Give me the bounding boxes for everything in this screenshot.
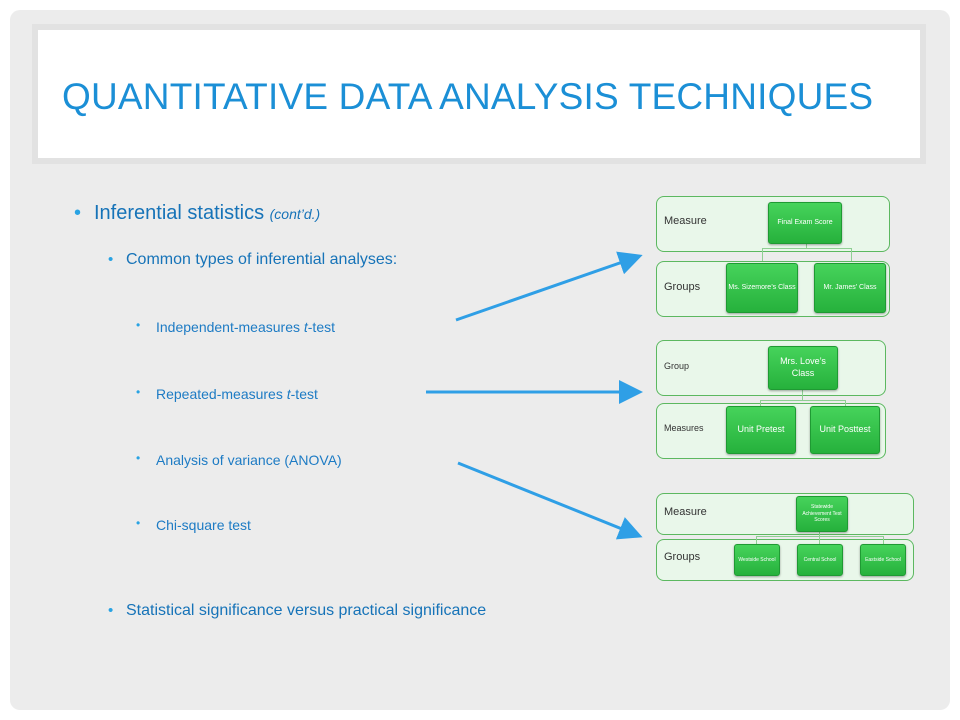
bullet-dot: • xyxy=(136,516,141,530)
bullet-repeated-t: t xyxy=(286,386,291,402)
node-sizemore-class: Ms. Sizemore’s Class xyxy=(726,263,798,313)
bullet-dot: • xyxy=(136,451,141,465)
label-measure: Measure xyxy=(664,215,707,227)
node-central-school: Central School xyxy=(797,544,843,576)
connector xyxy=(760,400,846,409)
connector xyxy=(819,530,820,544)
bullet-repeated-t-test: Repeated-measures t-test xyxy=(156,386,318,402)
bullet-dot: • xyxy=(74,202,82,224)
bullet-anova: Analysis of variance (ANOVA) xyxy=(156,452,342,468)
bullet-inferential-statistics: Inferential statistics (cont’d.) xyxy=(94,202,320,225)
bullet-contd: (cont’d.) xyxy=(269,206,321,222)
bullet-chi-square: Chi-square test xyxy=(156,517,251,533)
bullet-independent-suffix: -test xyxy=(307,319,335,335)
bullet-dot: • xyxy=(136,385,141,399)
bullet-repeated-prefix: Repeated-measures xyxy=(156,386,287,402)
node-westside-school: Westside School xyxy=(734,544,780,576)
bullet-independent-t: t xyxy=(303,319,308,335)
connector xyxy=(762,248,852,261)
arrow-independent xyxy=(455,251,643,322)
node-unit-pretest: Unit Pretest xyxy=(726,406,796,454)
connector xyxy=(756,536,884,545)
label-measure: Measure xyxy=(664,506,707,518)
slide-title: QUANTITATIVE DATA ANALYSIS TECHNIQUES xyxy=(62,76,874,117)
label-groups: Groups xyxy=(664,281,701,293)
bullet-significance: Statistical significance versus practica… xyxy=(126,602,487,619)
title-box xyxy=(38,30,920,158)
bullet-dot: • xyxy=(108,602,114,619)
node-eastside-school: Eastside School xyxy=(860,544,906,576)
bullet-independent-prefix: Independent-measures xyxy=(156,319,304,335)
bullet-repeated-suffix: -test xyxy=(290,386,318,402)
label-measures: Measures xyxy=(664,423,704,433)
node-statewide-scores: Statewide Achievement Test Scores xyxy=(796,496,848,532)
node-loves-class: Mrs. Love’s Class xyxy=(768,346,838,390)
connector xyxy=(806,242,807,248)
node-unit-posttest: Unit Posttest xyxy=(810,406,880,454)
label-group: Group xyxy=(664,361,690,371)
label-groups: Groups xyxy=(664,551,701,563)
node-final-exam-score: Final Exam Score xyxy=(768,202,842,244)
arrow-anova xyxy=(457,461,643,540)
bullet-independent-t-test: Independent-measures t-test xyxy=(156,319,335,335)
bullet-dot: • xyxy=(108,251,114,268)
bullet-inferential-text: Inferential statistics xyxy=(94,202,265,224)
band-measure xyxy=(656,493,914,535)
bullet-dot: • xyxy=(136,318,141,332)
node-james-class: Mr. James’ Class xyxy=(814,263,886,313)
connector xyxy=(802,388,803,400)
bullet-common-types: Common types of inferential analyses: xyxy=(126,251,398,268)
